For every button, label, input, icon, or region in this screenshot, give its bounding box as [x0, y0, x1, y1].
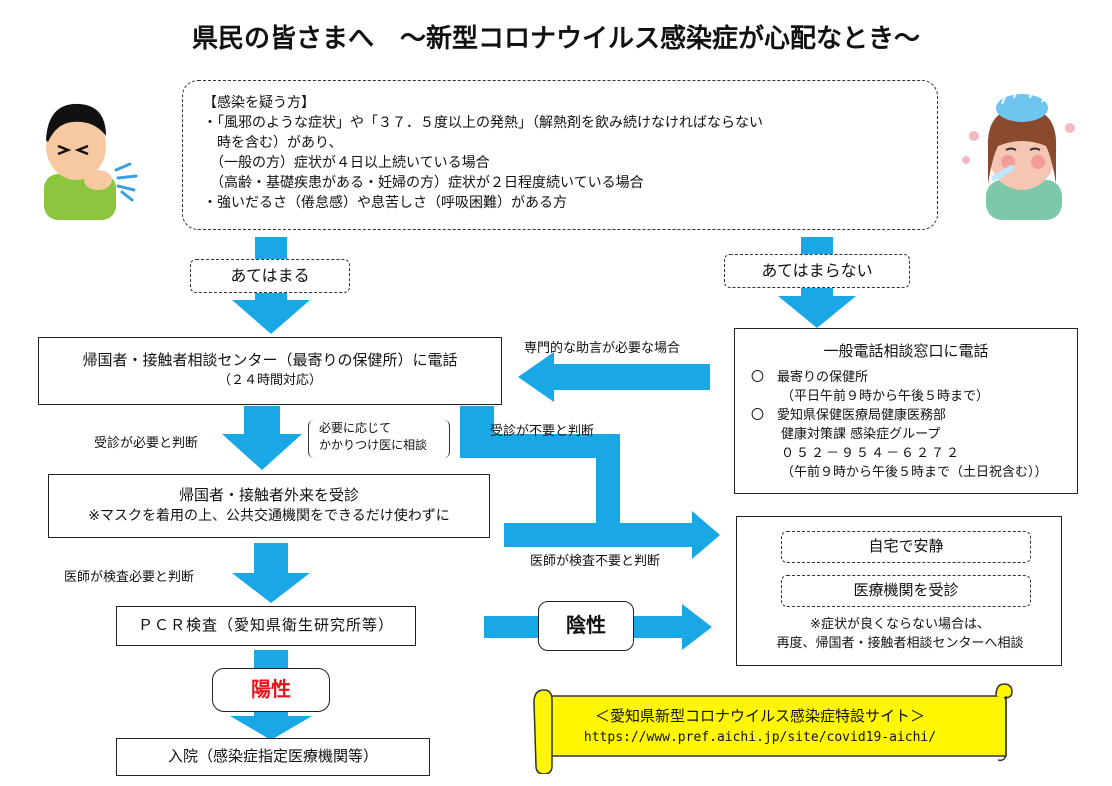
family-doctor-note: 必要に応じて かかりつけ医に相談 — [308, 420, 450, 458]
arrow-unneeded-across — [460, 434, 620, 458]
arrow-test-needed-shaft — [254, 543, 288, 575]
criteria-heading: 【感染を疑う方】 — [203, 95, 315, 111]
general-item-hours: （午前９時から午後５時まで（土日祝含む）） — [781, 465, 1048, 480]
arrow-expert-head — [518, 352, 554, 402]
home-note: ※症状が良くならない場合は、 再度、帰国者・接触者相談センターへ相談 — [737, 615, 1063, 653]
site-url-link[interactable]: https://www.pref.aichi.jp/site/covid19-a… — [583, 730, 937, 745]
outpatient-title: 帰国者・接触者外来を受診 — [178, 486, 359, 504]
general-item-phone: ０５２－９５４－６２７２ — [781, 446, 962, 461]
visit-clinic: 医療機関を受診 — [781, 575, 1031, 607]
home-note-line: ※症状が良くならない場合は、 — [810, 617, 990, 632]
bullet-icon: 〇 — [751, 408, 765, 423]
label-test-needed: 医師が検査必要と判断 — [64, 570, 195, 585]
pcr-test-box: ＰＣＲ検査（愛知県衛生研究所等） — [116, 606, 416, 646]
center-hours: （２４時間対応） — [217, 373, 322, 388]
outpatient-box: 帰国者・接触者外来を受診 ※マスクを着用の上、公共交通機関をできるだけ使わずに — [48, 474, 490, 538]
general-title: 一般電話相談窓口に電話 — [823, 342, 989, 360]
general-item-name: 最寄りの保健所 — [777, 370, 869, 385]
label-consult-needed: 受診が必要と判断 — [94, 436, 199, 451]
arrow-consult-head — [222, 434, 302, 470]
positive-badge: 陽性 — [212, 668, 330, 712]
label-expert-advice: 専門的な助言が必要な場合 — [524, 341, 681, 356]
feverish-girl-illustration — [962, 89, 1075, 220]
criteria-line: 時を含む）があり、 — [203, 135, 343, 151]
arrow-expert-shaft — [552, 364, 710, 390]
outpatient-note: ※マスクを着用の上、公共交通機関をできるだけ使わずに — [88, 508, 450, 524]
family-doctor-line: 必要に応じて — [319, 421, 392, 435]
label-consult-unneeded: 受診が不要と判断 — [490, 424, 595, 439]
center-title: 帰国者・接触者相談センター（最寄りの保健所）に電話 — [82, 351, 458, 369]
arrow-unneeded-drop — [596, 434, 620, 528]
criteria-box: 【感染を疑う方】 ・「風邪のような症状」や「３７．５度以上の発熱」（解熱剤を飲み… — [182, 80, 938, 230]
arrow-test-unneeded-head — [692, 511, 720, 559]
consultation-center-box: 帰国者・接触者相談センター（最寄りの保健所）に電話 （２４時間対応） — [38, 337, 502, 405]
criteria-line: （高齢・基礎疾患がある・妊婦の方）症状が２日程度続いている場合 — [203, 175, 644, 191]
arrow-consult-shaft — [244, 406, 280, 436]
criteria-line: ・「風邪のような症状」や「３７．５度以上の発熱」（解熱剤を飲み続けなければならな… — [203, 115, 763, 131]
page-title: 県民の皆さまへ ～新型コロナウイルス感染症が心配なとき～ — [191, 24, 920, 54]
general-phone-box: 一般電話相談窓口に電話 〇 最寄りの保健所 （平日午前９時から午後５時まで） 〇… — [734, 328, 1078, 494]
arrow-positive-head — [230, 716, 312, 740]
arrow-test-needed-head — [232, 573, 310, 603]
label-test-unneeded: 医師が検査不要と判断 — [530, 554, 661, 569]
coughing-boy-illustration — [44, 103, 138, 220]
site-name: ＜愛知県新型コロナウイルス感染症特設サイト＞ — [594, 707, 925, 725]
criteria-line: （一般の方）症状が４日以上続いている場合 — [203, 155, 490, 171]
branch-not-applies: あてはまらない — [724, 254, 910, 288]
criteria-line: ・強いだるさ（倦怠感）や息苦しさ（呼吸困難）がある方 — [203, 195, 567, 211]
arrow-yes-head — [232, 300, 310, 334]
arrow-test-unneeded-shaft — [504, 523, 694, 547]
home-rest: 自宅で安静 — [781, 531, 1031, 563]
home-care-box: 自宅で安静 医療機関を受診 ※症状が良くならない場合は、 再度、帰国者・接触者相… — [736, 516, 1062, 666]
branch-applies: あてはまる — [190, 259, 350, 293]
arrow-negative-head — [682, 604, 712, 650]
site-scroll-banner — [533, 683, 1013, 774]
general-item-name: 愛知県保健医療局健康医務部 — [777, 408, 947, 423]
negative-badge: 陰性 — [538, 601, 634, 651]
general-item-dept: 健康対策課 感染症グループ — [781, 427, 941, 442]
family-doctor-line: かかりつけ医に相談 — [319, 438, 428, 452]
hospitalization-box: 入院（感染症指定医療機関等） — [116, 738, 430, 776]
general-item-hours: （平日午前９時から午後５時まで） — [781, 389, 990, 404]
home-note-line: 再度、帰国者・接触者相談センターへ相談 — [776, 636, 1024, 651]
arrow-no-head — [778, 296, 856, 328]
bullet-icon: 〇 — [751, 370, 765, 385]
